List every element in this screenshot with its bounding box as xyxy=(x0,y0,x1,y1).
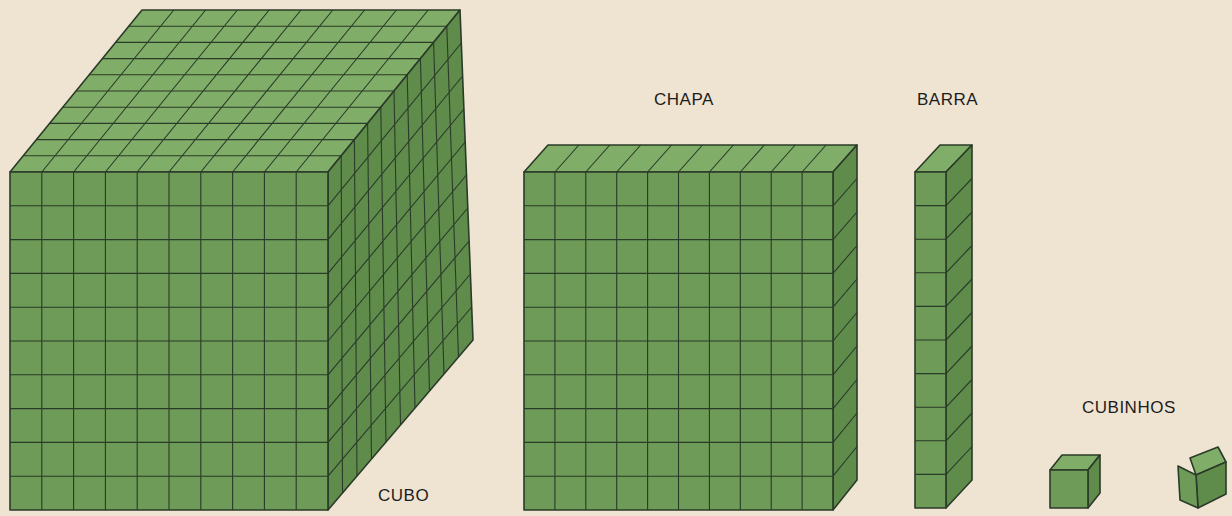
flat-side xyxy=(833,145,857,510)
cube-side xyxy=(328,10,473,510)
part-label: CUBO xyxy=(378,486,429,506)
unit-cube-2-side xyxy=(1196,462,1226,508)
flat-top xyxy=(524,145,857,172)
cube-front xyxy=(10,172,328,510)
rod-front xyxy=(915,172,946,508)
part-label: BARRA xyxy=(917,90,978,110)
rod-side xyxy=(946,145,972,508)
part-label: CHAPA xyxy=(654,90,714,110)
unit-cube-side xyxy=(1088,455,1100,508)
unit-cube-front xyxy=(1050,470,1088,508)
part-label: CUBINHOS xyxy=(1082,398,1176,418)
unit-cube-2-front xyxy=(1178,466,1198,508)
flat-front xyxy=(524,172,833,510)
